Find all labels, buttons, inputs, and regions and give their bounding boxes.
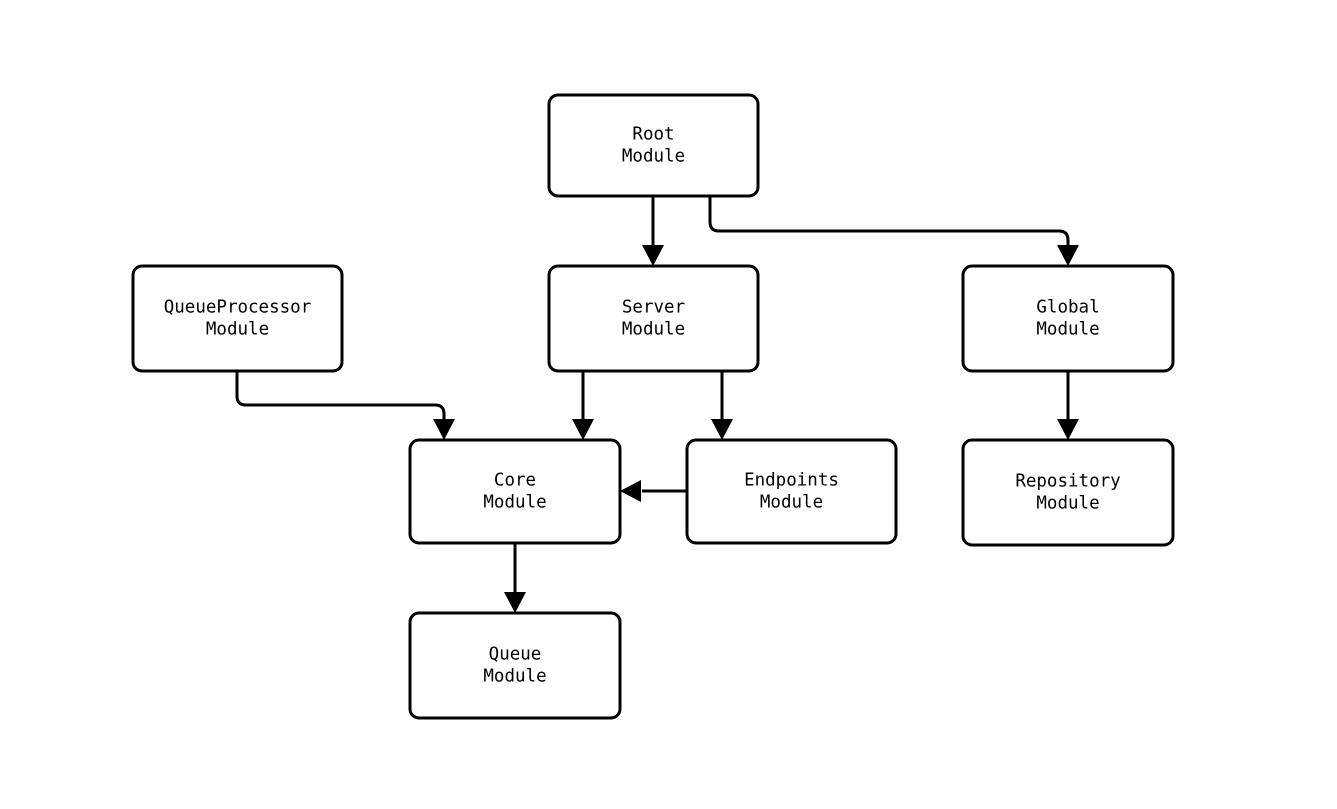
nodes-layer: RootModuleQueueProcessorModuleServerModu… bbox=[131, 93, 1175, 720]
queue-module-node-label-line-1: Queue bbox=[489, 645, 542, 665]
edges-layer bbox=[235, 196, 1079, 613]
queue-module-node-box[interactable] bbox=[408, 611, 622, 720]
edge-root-to-server-arrowhead-icon bbox=[642, 245, 664, 266]
edge-root-to-global bbox=[708, 196, 1079, 266]
edge-root-to-global-arrowhead-icon bbox=[1057, 245, 1079, 266]
global-module-node-label-line-1: Global bbox=[1036, 298, 1099, 318]
queueprocessor-module-node-label-line-2: Module bbox=[206, 320, 269, 340]
edge-core-to-queue bbox=[504, 543, 526, 613]
edge-queueprocessor-to-core-arrowhead-icon bbox=[433, 419, 455, 440]
edge-endpoints-to-core-arrowhead-icon bbox=[620, 480, 641, 502]
endpoints-module-node-label-line-2: Module bbox=[760, 493, 823, 513]
repository-module-node-label-line-1: Repository bbox=[1015, 472, 1120, 492]
edge-queueprocessor-to-core bbox=[235, 371, 455, 440]
repository-module-node-label-line-2: Module bbox=[1036, 494, 1099, 514]
queueprocessor-module-node-label-line-1: QueueProcessor bbox=[164, 298, 312, 318]
edge-queueprocessor-to-core-line bbox=[235, 371, 446, 420]
global-module-node-box[interactable] bbox=[961, 264, 1175, 373]
core-module-node-label-line-1: Core bbox=[494, 471, 536, 491]
endpoints-module-node-box[interactable] bbox=[685, 438, 898, 545]
server-module-node-box[interactable] bbox=[547, 264, 760, 373]
edge-root-to-server bbox=[642, 196, 664, 266]
edge-server-to-core bbox=[572, 371, 594, 440]
edge-server-to-endpoints-arrowhead-icon bbox=[711, 419, 733, 440]
edge-core-to-queue-arrowhead-icon bbox=[504, 592, 526, 613]
edge-global-to-repository bbox=[1057, 371, 1079, 440]
queue-module-node-label-line-2: Module bbox=[483, 667, 546, 687]
global-module-node-label-line-2: Module bbox=[1036, 320, 1099, 340]
queueprocessor-module-node-box[interactable] bbox=[131, 264, 344, 373]
edge-endpoints-to-core bbox=[620, 480, 687, 502]
edge-global-to-repository-arrowhead-icon bbox=[1057, 419, 1079, 440]
repository-module-node-box[interactable] bbox=[961, 438, 1175, 547]
server-module-node-label-line-2: Module bbox=[622, 320, 685, 340]
edge-root-to-global-line bbox=[708, 196, 1070, 246]
server-module-node-label-line-1: Server bbox=[622, 298, 685, 318]
root-module-node-box[interactable] bbox=[547, 93, 760, 198]
root-module-node-label-line-2: Module bbox=[622, 147, 685, 167]
endpoints-module-node-label-line-1: Endpoints bbox=[744, 471, 839, 491]
edge-server-to-core-arrowhead-icon bbox=[572, 419, 594, 440]
edge-server-to-endpoints bbox=[711, 371, 733, 440]
root-module-node-label-line-1: Root bbox=[632, 125, 674, 145]
core-module-node-box[interactable] bbox=[408, 438, 622, 545]
core-module-node-label-line-2: Module bbox=[483, 493, 546, 513]
